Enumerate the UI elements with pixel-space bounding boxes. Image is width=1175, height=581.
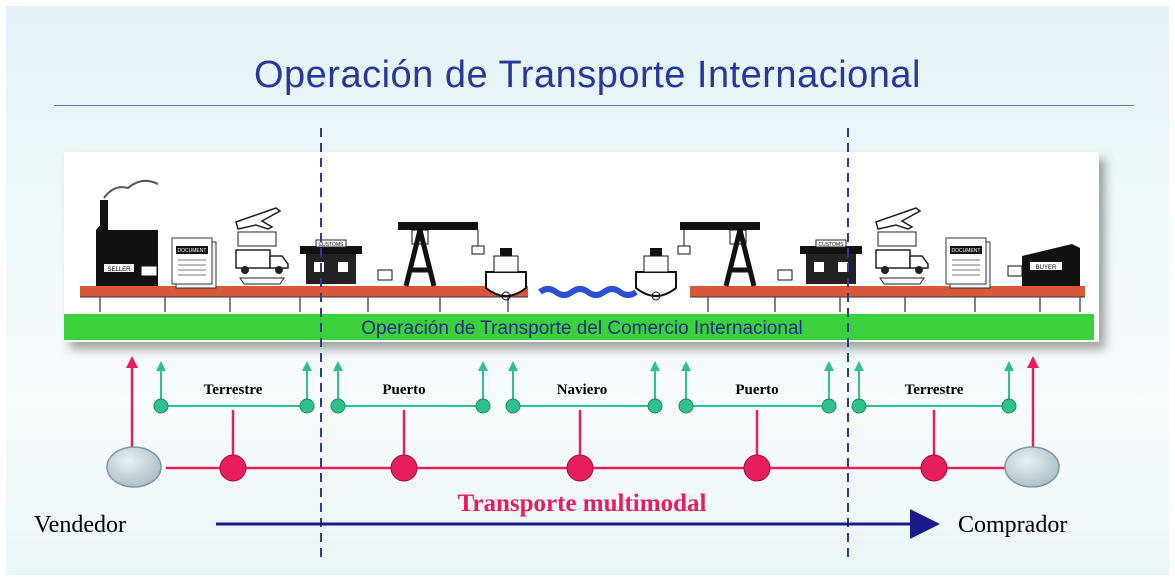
banner-text: Operación de Transporte del Comercio Int… (361, 318, 802, 339)
crane-icon-right (677, 222, 760, 287)
container-icon (777, 269, 793, 281)
segment-arrowheads (156, 361, 1014, 371)
multimodal-line (130, 362, 1035, 470)
plane-icon-left (235, 207, 282, 247)
factory-icon: SELLER (96, 179, 159, 286)
buyer-label: Comprador (958, 512, 1067, 538)
customs-building-icon-left: CUSTOMS (300, 239, 362, 284)
segment-label-terrestre-origin: Terrestre (204, 382, 263, 398)
multimodal-nodes (219, 454, 948, 482)
segment-dots (153, 398, 1017, 414)
page-title: Operación de Transporte Internacional (253, 54, 921, 96)
seller-label: Vendedor (34, 512, 126, 538)
svg-text:CUSTOMS: CUSTOMS (819, 242, 845, 248)
crane-icon-left (398, 222, 485, 287)
seller-sign: SELLER (107, 267, 131, 273)
segment-label-naviero: Naviero (557, 382, 608, 398)
segment-label-puerto-origin: Puerto (382, 382, 425, 398)
container-icon (377, 269, 393, 281)
title-underline (54, 105, 1134, 106)
arrow-up-seller (126, 356, 138, 368)
water-waves (538, 286, 638, 298)
green-band (64, 314, 1094, 340)
svg-text:DOCUMENT: DOCUMENT (952, 248, 981, 254)
rail-track (80, 286, 1085, 312)
document-stack-icon-left: DOCUMENT (171, 237, 217, 289)
ship-icon-right (635, 248, 677, 301)
truck-icon-left (235, 249, 289, 285)
buyer-sign: BUYER (1036, 265, 1057, 271)
svg-text:CUSTOMS: CUSTOMS (319, 242, 345, 248)
ship-icon-left (485, 248, 527, 301)
seller-node (106, 446, 162, 488)
buyer-node (1004, 446, 1060, 488)
warehouse-icon: BUYER (1007, 244, 1080, 286)
segment-label-puerto-destination: Puerto (735, 382, 778, 398)
multimodal-label: Transporte multimodal (458, 490, 707, 517)
document-stack-icon-right: DOCUMENT (945, 237, 991, 289)
svg-text:DOCUMENT: DOCUMENT (178, 248, 207, 254)
customs-building-icon-right: CUSTOMS (800, 239, 862, 284)
arrow-up-buyer (1027, 356, 1039, 368)
truck-icon-right (875, 249, 929, 285)
plane-icon-right (875, 207, 922, 247)
segment-label-terrestre-destination: Terrestre (905, 382, 964, 398)
illustration-panel: SELLER DOCUMENT CUSTOMS (64, 152, 1099, 342)
